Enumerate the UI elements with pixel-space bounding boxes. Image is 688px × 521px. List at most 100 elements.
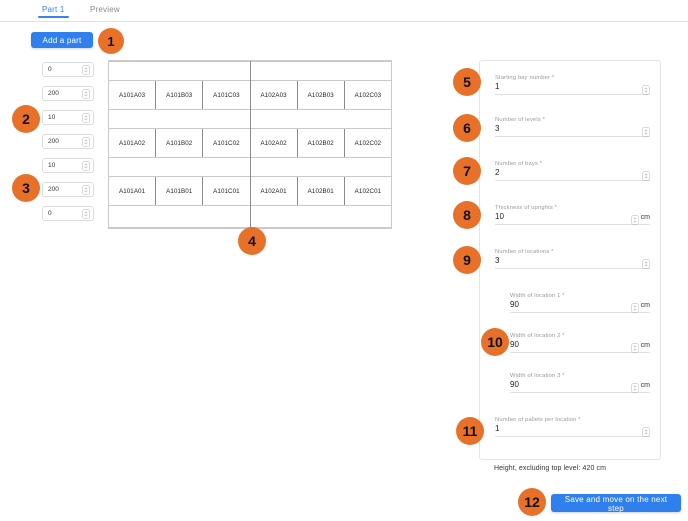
input-value: 200: [48, 90, 59, 97]
number-input-beam-3[interactable]: 10: [42, 110, 94, 125]
field-label: Number of bays *: [495, 161, 543, 167]
number-stepper-icon[interactable]: [82, 113, 90, 123]
input-value: 0: [48, 210, 52, 217]
grid-location-cell[interactable]: A101C01: [203, 177, 250, 205]
field-value-row[interactable]: 2: [495, 168, 650, 181]
field-label: Number of levels *: [495, 117, 546, 123]
tab-preview[interactable]: Preview: [84, 3, 126, 18]
field-value: 90: [510, 300, 519, 309]
form-field-number-of-levels[interactable]: Number of levels *3: [495, 117, 650, 137]
grid-location-cell[interactable]: A102C01: [344, 177, 392, 205]
field-value: 90: [510, 380, 519, 389]
number-stepper-icon[interactable]: [630, 212, 639, 225]
add-a-part-button[interactable]: Add a part: [31, 32, 93, 48]
number-stepper-icon[interactable]: [82, 161, 90, 171]
grid-location-cell[interactable]: A101B02: [156, 129, 204, 157]
grid-location-cell[interactable]: A102C03: [344, 81, 392, 109]
input-value: 0: [48, 66, 52, 73]
field-value: 2: [495, 168, 500, 177]
number-input-level-2-height[interactable]: 200: [42, 134, 94, 149]
grid-location-cell[interactable]: A102A02: [250, 129, 298, 157]
field-value-row[interactable]: 3: [495, 256, 650, 269]
grid-location-cell[interactable]: A101C02: [203, 129, 250, 157]
number-input-level-3-height[interactable]: 200: [42, 86, 94, 101]
form-field-width-of-location-3[interactable]: Width of location 3 *90 cm: [510, 373, 650, 393]
tab-part-1[interactable]: Part 1: [36, 3, 71, 18]
input-value: 10: [48, 114, 56, 121]
field-value: 90: [510, 340, 519, 349]
number-stepper-icon[interactable]: [630, 300, 639, 313]
number-stepper-icon[interactable]: [642, 124, 650, 137]
field-value: 10: [495, 212, 504, 221]
annotation-badge-5: 5: [453, 68, 481, 96]
annotation-badge-3: 3: [12, 174, 40, 202]
field-value-row[interactable]: 1: [495, 424, 650, 437]
grid-location-cell[interactable]: A101C03: [203, 81, 250, 109]
input-value: 200: [48, 186, 59, 193]
number-input-level-1-height[interactable]: 200: [42, 182, 94, 197]
form-field-width-of-location-2[interactable]: Width of location 2 *90 cm: [510, 333, 650, 353]
number-stepper-icon[interactable]: [82, 89, 90, 99]
field-unit: cm: [640, 381, 650, 389]
annotation-badge-9: 9: [453, 246, 481, 274]
annotation-badge-7: 7: [453, 157, 481, 185]
form-field-number-of-pallets-per-location[interactable]: Number of pallets per location *1: [495, 417, 650, 437]
input-value: 200: [48, 138, 59, 145]
field-label: Width of location 3 *: [510, 373, 565, 379]
number-input-top-clearance[interactable]: 0: [42, 62, 94, 77]
field-unit: cm: [640, 341, 650, 349]
number-stepper-icon[interactable]: [82, 209, 90, 219]
number-stepper-icon[interactable]: [642, 168, 650, 181]
grid-location-cell[interactable]: A102C02: [344, 129, 392, 157]
height-hint-text: Height, excluding top level: 420 cm: [494, 465, 607, 472]
field-value-row[interactable]: 1: [495, 82, 650, 95]
grid-location-cell[interactable]: A101A03: [109, 81, 157, 109]
number-stepper-icon[interactable]: [630, 380, 639, 393]
number-stepper-icon[interactable]: [642, 256, 650, 269]
field-value-row[interactable]: 3: [495, 124, 650, 137]
tab-bar: Part 1 Preview: [0, 0, 688, 22]
grid-location-cell[interactable]: A102B02: [297, 129, 345, 157]
grid-location-cell[interactable]: A102A01: [250, 177, 298, 205]
grid-location-cell[interactable]: A102B01: [297, 177, 345, 205]
grid-location-cell[interactable]: A101A02: [109, 129, 157, 157]
annotation-badge-8: 8: [453, 201, 481, 229]
annotation-badge-12: 12: [518, 488, 546, 516]
grid-location-cell[interactable]: A102B03: [297, 81, 345, 109]
number-stepper-icon[interactable]: [82, 65, 90, 75]
form-field-number-of-bays[interactable]: Number of bays *2: [495, 161, 650, 181]
number-stepper-icon[interactable]: [642, 424, 650, 437]
field-value-row[interactable]: 90 cm: [510, 340, 650, 353]
number-stepper-icon[interactable]: [82, 185, 90, 195]
number-input-floor-offset[interactable]: 0: [42, 206, 94, 221]
field-value: 1: [495, 424, 500, 433]
grid-location-cell[interactable]: A101A01: [109, 177, 157, 205]
form-field-number-of-locations[interactable]: Number of locations *3: [495, 249, 650, 269]
field-value-row[interactable]: 90 cm: [510, 380, 650, 393]
field-value: 3: [495, 256, 500, 265]
grid-location-cell[interactable]: A101B03: [156, 81, 204, 109]
annotation-badge-4: 4: [238, 227, 266, 255]
number-input-beam-2[interactable]: 10: [42, 158, 94, 173]
grid-location-cell[interactable]: A101B01: [156, 177, 204, 205]
grid-location-cell[interactable]: A102A03: [250, 81, 298, 109]
number-stepper-icon[interactable]: [630, 340, 639, 353]
annotation-badge-6: 6: [453, 114, 481, 142]
field-label: Width of location 2 *: [510, 333, 565, 339]
grid-upright-divider: [250, 61, 251, 228]
number-stepper-icon[interactable]: [642, 82, 650, 95]
form-field-starting-bay-number[interactable]: Starting bay number *1: [495, 75, 650, 95]
field-value: 1: [495, 82, 500, 91]
annotation-badge-11: 11: [456, 417, 484, 445]
number-stepper-icon[interactable]: [82, 137, 90, 147]
save-and-next-button[interactable]: Save and move on the next step: [551, 494, 681, 513]
